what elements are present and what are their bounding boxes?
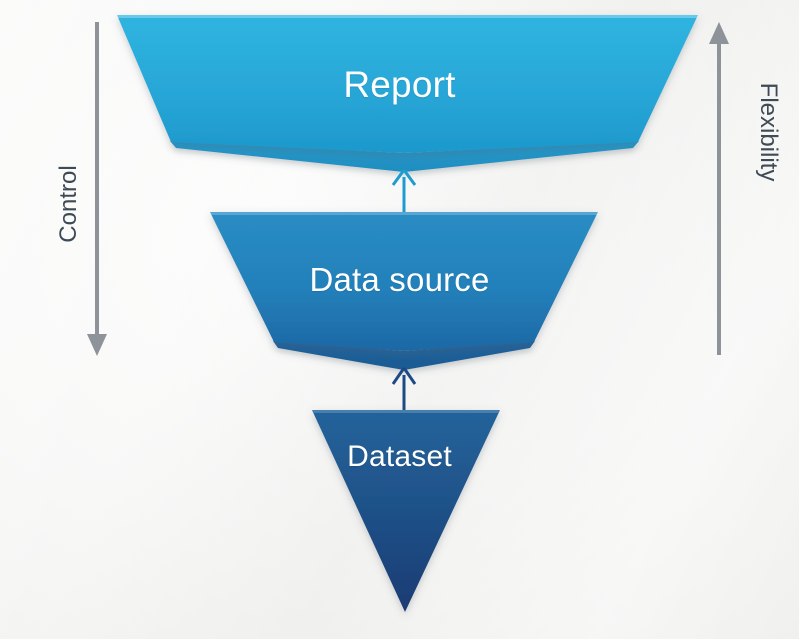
axis-label-control: Control	[55, 165, 82, 243]
data-source-top-highlight	[210, 212, 598, 215]
connector-dataset-to-data-source	[391, 367, 417, 412]
report-top-highlight	[117, 15, 698, 18]
data-source-trapezoid	[210, 212, 598, 351]
connector-data-source-to-report	[391, 169, 417, 213]
funnel-level-data-source[interactable]	[210, 212, 598, 370]
dataset-top-highlight	[312, 410, 500, 413]
funnel-level-dataset[interactable]	[312, 410, 500, 612]
report-chevron	[170, 141, 639, 172]
dataset-triangle	[312, 410, 500, 612]
data-source-chevron	[273, 341, 535, 370]
axis-arrow-flexibility	[709, 22, 729, 355]
axis-label-flexibility: Flexibility	[755, 82, 782, 182]
report-trapezoid	[117, 15, 698, 153]
funnel-level-report[interactable]	[117, 15, 698, 172]
axis-arrow-control	[87, 22, 107, 356]
